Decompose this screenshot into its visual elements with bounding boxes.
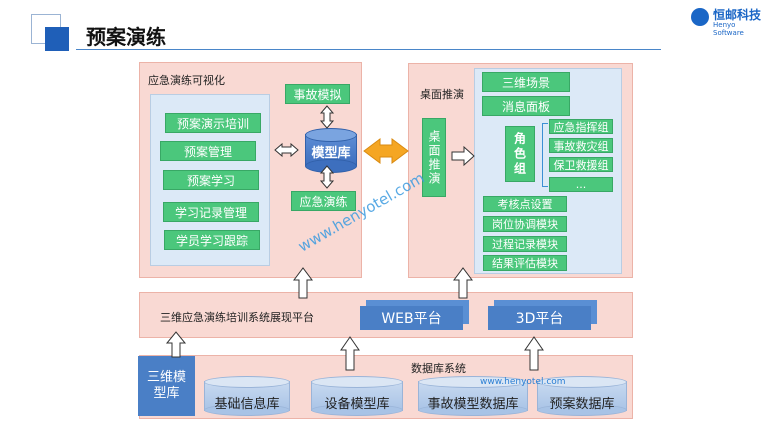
- drill-button[interactable]: 应急演练: [291, 191, 356, 211]
- up-arrow-icon-db-3d: [524, 336, 544, 371]
- platform-title: 三维应急演练培训系统展现平台: [160, 311, 314, 324]
- watermark-small: www.henyotel.com: [480, 377, 566, 387]
- model-3d-library-box[interactable]: 三维模型库: [138, 356, 195, 416]
- db-cylinder-2[interactable]: 事故模型数据库: [418, 376, 528, 416]
- brand-subtitle: Henyo Software: [713, 21, 744, 37]
- double-arrow-up-icon: [319, 105, 335, 129]
- desktop-panel-title: 桌面推演: [420, 88, 464, 101]
- db-label-3: 预案数据库: [549, 397, 615, 412]
- brand-logo-icon: [691, 8, 709, 26]
- db-cylinder-3[interactable]: 预案数据库: [537, 376, 627, 416]
- event-sim-button[interactable]: 事故模拟: [285, 84, 350, 104]
- up-arrow-icon-db-left: [165, 331, 187, 358]
- up-arrow-icon-right: [453, 267, 473, 299]
- desktop-side-text: 桌面推演: [427, 129, 441, 186]
- model-library-label: 模型库: [311, 146, 351, 161]
- brand-name: 恒邮科技: [713, 8, 762, 22]
- model-3d-library-text: 三维模型库: [146, 370, 186, 401]
- db-label-2: 事故模型数据库: [427, 397, 519, 412]
- visual-item-0[interactable]: 预案演示培训: [165, 113, 261, 133]
- model-library-cylinder: 模型库: [305, 128, 357, 173]
- visual-item-3[interactable]: 学习记录管理: [163, 202, 259, 222]
- role-group-box[interactable]: 角色组: [505, 126, 535, 182]
- 3d-platform-button[interactable]: 3D平台: [488, 306, 591, 330]
- header-underline: [76, 49, 661, 50]
- role-bracket: [542, 123, 548, 187]
- visual-item-1[interactable]: 预案管理: [160, 141, 256, 161]
- db-label-1: 设备模型库: [324, 397, 390, 412]
- role-item-0[interactable]: 应急指挥组: [549, 119, 613, 134]
- role-item-2[interactable]: 保卫救援组: [549, 157, 613, 172]
- double-arrow-down-icon: [319, 165, 335, 189]
- module-item-3[interactable]: 结果评估模块: [483, 255, 567, 271]
- message-button[interactable]: 消息面板: [482, 96, 570, 116]
- module-item-1[interactable]: 岗位协调模块: [483, 216, 567, 232]
- db-cylinder-1[interactable]: 设备模型库: [311, 376, 403, 416]
- db-cylinder-0[interactable]: 基础信息库: [204, 376, 290, 416]
- visual-panel-title: 应急演练可视化: [148, 74, 225, 87]
- page-title: 预案演练: [86, 25, 166, 49]
- desktop-side-label[interactable]: 桌面推演: [422, 118, 446, 197]
- db-label-0: 基础信息库: [214, 397, 280, 412]
- right-arrow-icon: [451, 145, 475, 167]
- visual-item-4[interactable]: 学员学习跟踪: [164, 230, 260, 250]
- up-arrow-icon-left: [293, 267, 313, 299]
- double-arrow-left-icon: [274, 142, 299, 158]
- header-square-fill: [45, 27, 69, 51]
- module-item-2[interactable]: 过程记录模块: [483, 236, 567, 252]
- database-title: 数据库系统: [411, 362, 466, 375]
- role-item-1[interactable]: 事故救灾组: [549, 138, 613, 153]
- visual-item-2[interactable]: 预案学习: [163, 170, 259, 190]
- orange-double-arrow-icon: [363, 138, 409, 164]
- role-group-text: 角色组: [512, 131, 527, 177]
- module-item-0[interactable]: 考核点设置: [483, 196, 567, 212]
- scene-button[interactable]: 三维场景: [482, 72, 570, 92]
- up-arrow-icon-db-web: [340, 336, 360, 371]
- role-item-3[interactable]: ...: [549, 177, 613, 192]
- web-platform-button[interactable]: WEB平台: [360, 306, 463, 330]
